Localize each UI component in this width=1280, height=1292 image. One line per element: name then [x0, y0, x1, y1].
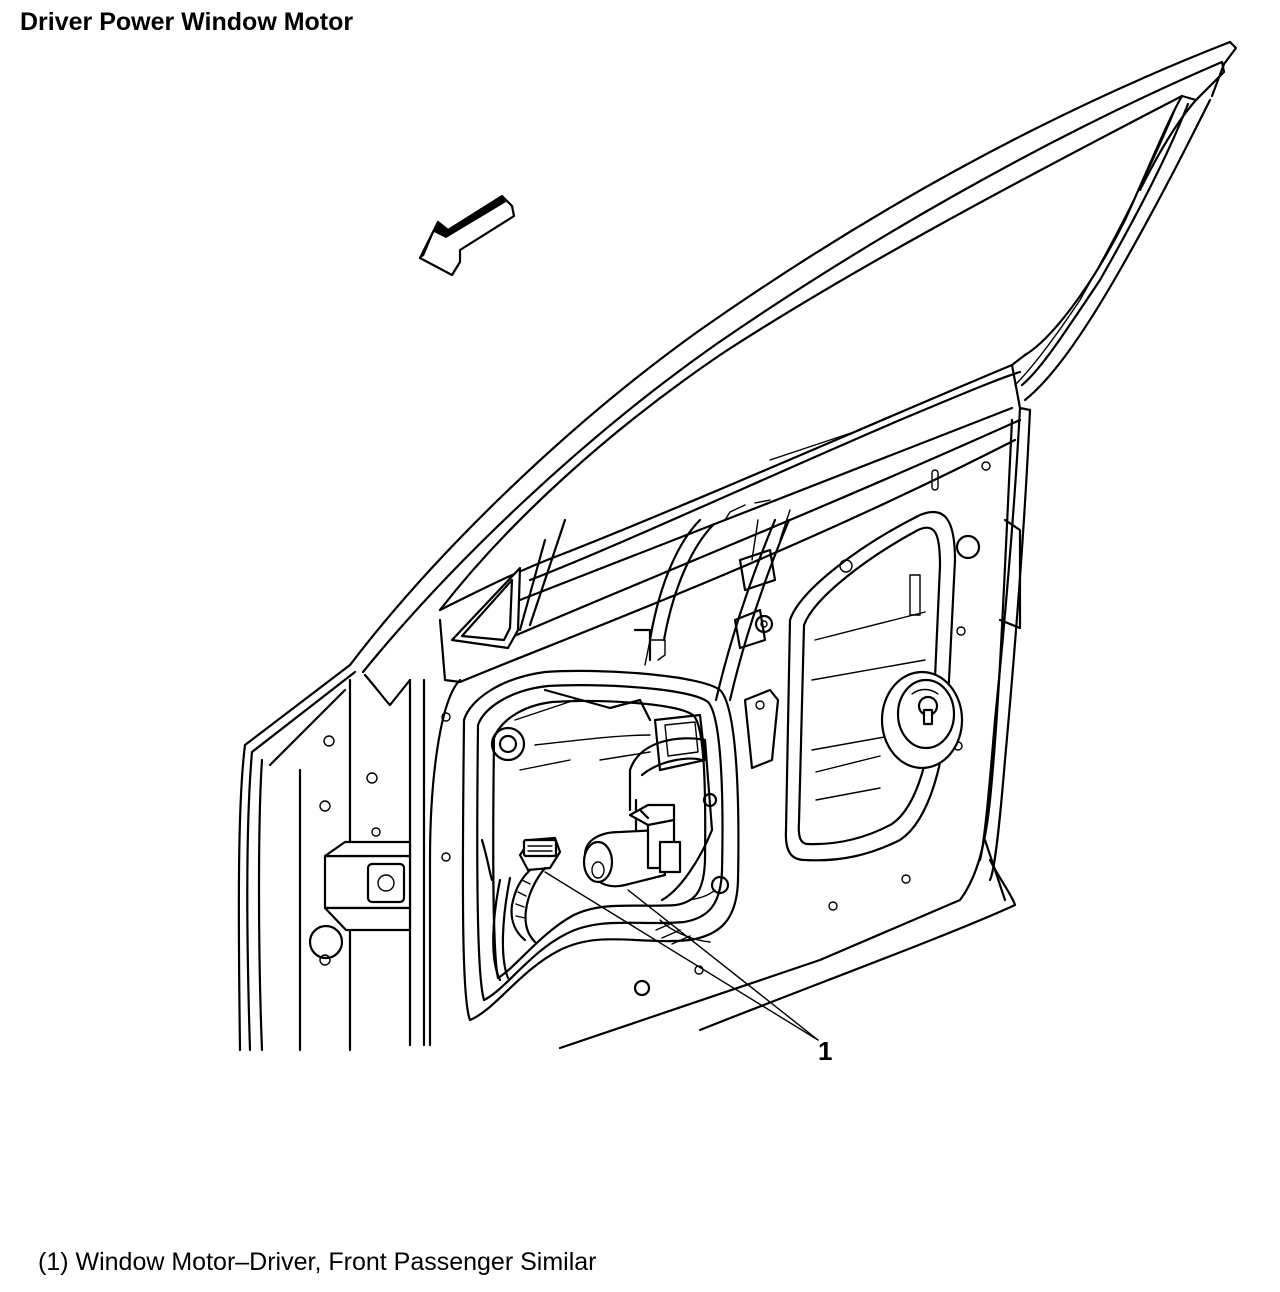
- front-access-opening: [461, 669, 740, 1022]
- legend-item: (1) Window Motor–Driver, Front Passenger…: [38, 1248, 597, 1276]
- window-frame: [348, 40, 1238, 882]
- callout-number: 1: [818, 1036, 832, 1066]
- hinge-pillar: [237, 663, 426, 1052]
- window-regulator: [633, 499, 791, 772]
- page-title: Driver Power Window Motor: [20, 8, 354, 36]
- forward-direction-arrow-icon: [418, 194, 516, 277]
- motor-connector: [492, 836, 562, 982]
- belt-line: [438, 363, 1022, 684]
- mirror-mount: [450, 518, 567, 650]
- callout-leader-lines: [544, 871, 819, 1041]
- legend: (1) Window Motor–Driver, Front Passenger…: [38, 1248, 597, 1277]
- rear-access-opening: [784, 510, 964, 862]
- window-motor: [582, 737, 730, 997]
- inner-panel: [428, 418, 1022, 1050]
